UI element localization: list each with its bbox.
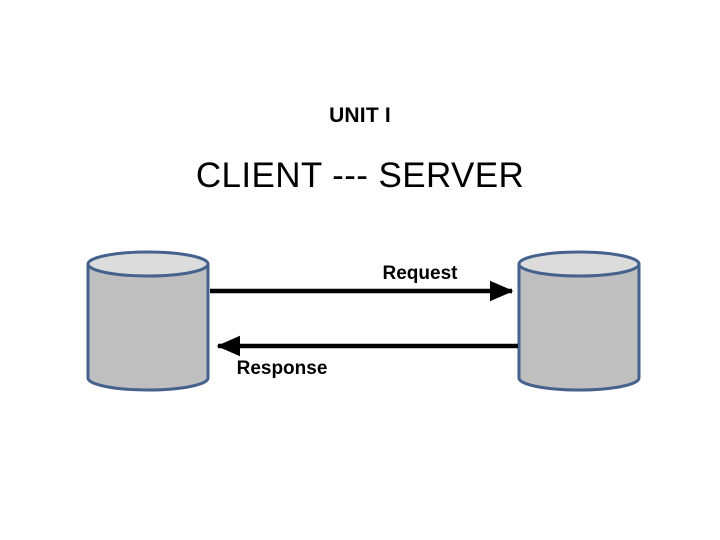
server-cylinder-top bbox=[517, 250, 641, 278]
page-title-unit: UNIT I bbox=[329, 104, 391, 127]
client-cylinder-node[interactable] bbox=[86, 250, 210, 392]
server-cylinder-body bbox=[517, 262, 641, 392]
request-label: Request bbox=[383, 263, 459, 284]
server-cylinder-node[interactable] bbox=[517, 250, 641, 392]
response-flow: Response bbox=[216, 335, 518, 379]
response-label: Response bbox=[237, 358, 328, 379]
client-cylinder-top bbox=[86, 250, 210, 278]
request-flow: Request bbox=[210, 263, 514, 302]
page-title-client-server: CLIENT --- SERVER bbox=[195, 156, 525, 195]
client-cylinder-body bbox=[86, 262, 210, 392]
